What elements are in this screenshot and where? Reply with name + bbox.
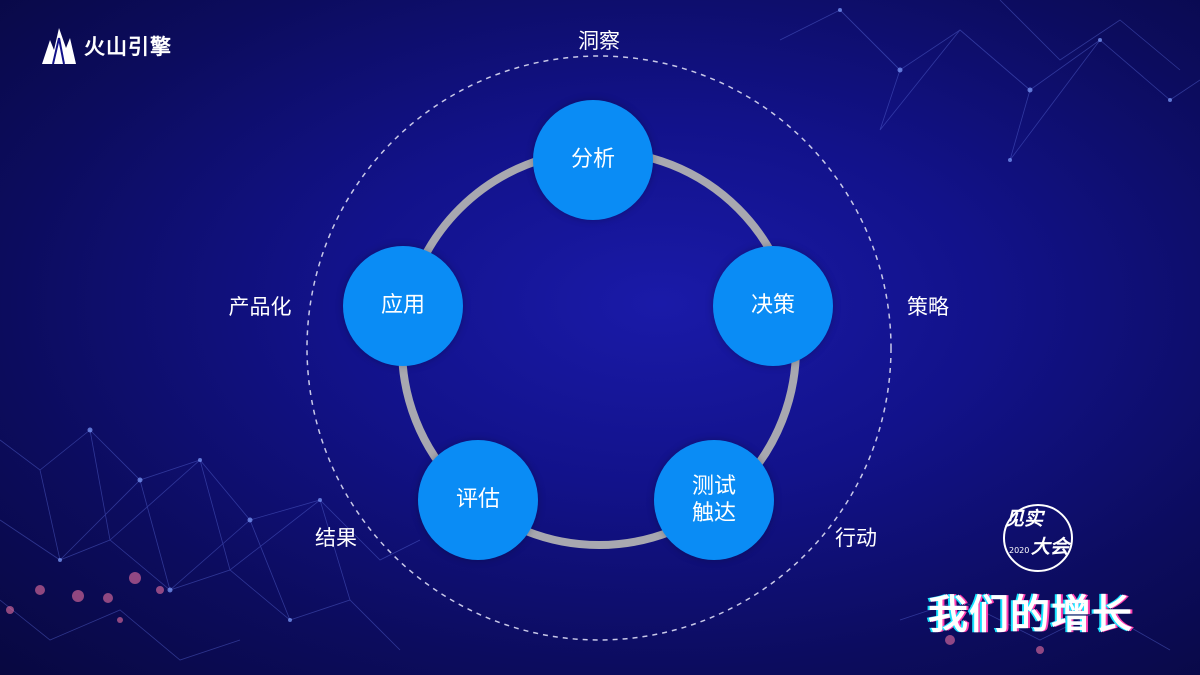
node-analysis: 分析	[533, 100, 653, 220]
mountain-logo-icon	[42, 28, 76, 65]
node-test-reach-label: 测试 触达	[691, 473, 736, 527]
event-badge-year: 2020	[1009, 546, 1030, 555]
node-decision-label: 决策	[750, 293, 795, 319]
node-decision: 决策	[713, 246, 833, 366]
label-action: 行动	[835, 526, 877, 550]
event-badge-line2: 大会	[1031, 536, 1070, 558]
brand-logo: 火山引擎	[40, 26, 172, 66]
node-evaluation-label: 评估	[455, 487, 500, 513]
outer-dashed-circle	[306, 55, 892, 641]
event-badge-ring	[1003, 504, 1073, 572]
node-application-label: 应用	[380, 293, 425, 319]
label-strategy: 策略	[907, 295, 949, 319]
event-badge: 见实 2020 大会	[995, 500, 1077, 578]
node-evaluation: 评估	[418, 440, 538, 560]
brand-name: 火山引擎	[84, 35, 172, 59]
label-insight: 洞察	[578, 29, 620, 53]
event-slogan: 我们的增长	[928, 592, 1133, 638]
node-test-reach: 测试 触达	[654, 440, 774, 560]
event-badge-line1: 见实	[1005, 508, 1044, 530]
label-result: 结果	[315, 526, 357, 550]
node-analysis-label: 分析	[570, 147, 615, 173]
node-application: 应用	[343, 246, 463, 366]
label-productize: 产品化	[228, 295, 292, 319]
